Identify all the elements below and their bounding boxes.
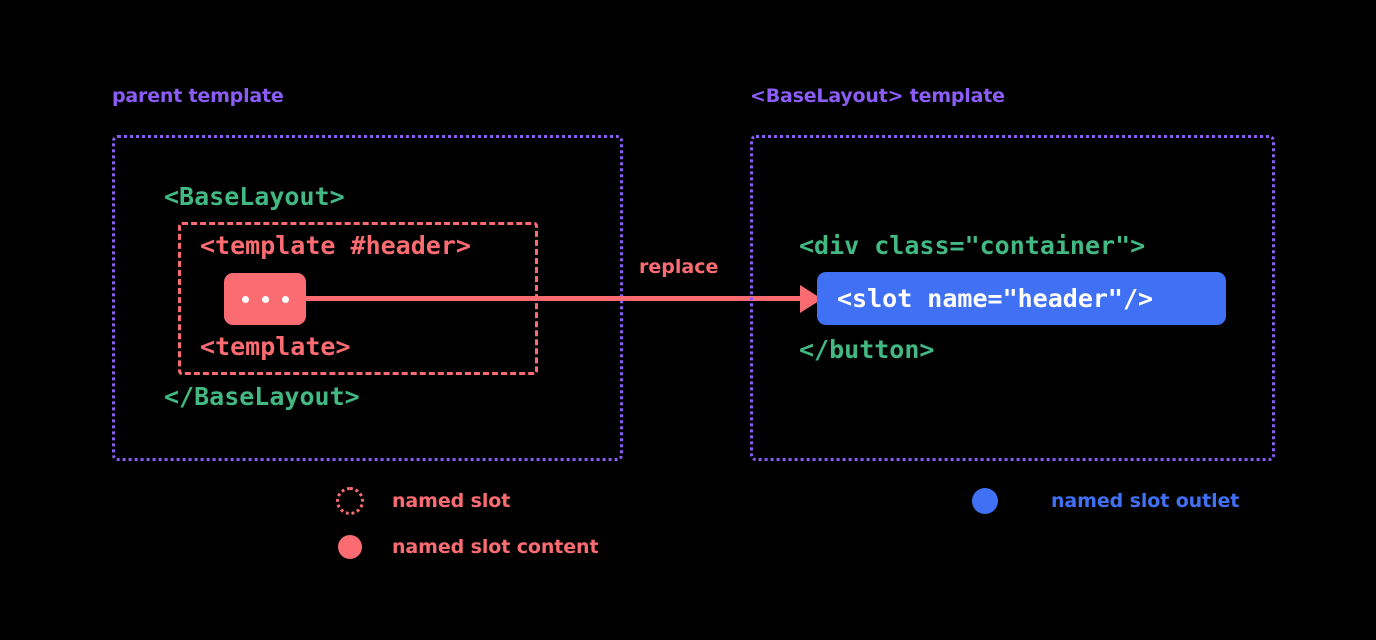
baselayout-template-title: <BaseLayout> template xyxy=(750,85,1005,107)
code-line-baselayout-close: </BaseLayout> xyxy=(164,382,360,411)
code-line-slot-outlet: <slot name="header"/> xyxy=(837,284,1154,313)
legend-label-named-slot-content: named slot content xyxy=(392,536,599,558)
legend-item-named-slot-content: named slot content xyxy=(336,532,599,562)
code-line-baselayout-open: <BaseLayout> xyxy=(164,182,345,211)
legend-label-named-slot: named slot xyxy=(392,490,511,512)
replace-arrow-line xyxy=(300,296,810,301)
ellipsis-dot-icon xyxy=(241,295,249,303)
replace-arrow-head-icon xyxy=(800,285,822,313)
filled-circle-icon xyxy=(338,535,362,559)
named-slot-outlet-box: <slot name="header"/> xyxy=(817,272,1226,325)
parent-template-title: parent template xyxy=(112,85,284,107)
replace-arrow-label: replace xyxy=(639,256,719,278)
code-line-button-close: </button> xyxy=(799,335,935,364)
legend-marker-wrap xyxy=(336,532,364,562)
ellipsis-dot-icon xyxy=(281,295,289,303)
code-line-div-container: <div class="container"> xyxy=(799,231,1146,260)
code-line-template-header: <template #header> xyxy=(200,231,471,260)
legend-item-named-slot: named slot xyxy=(336,486,510,516)
legend-label-named-slot-outlet: named slot outlet xyxy=(1051,490,1240,512)
named-slot-content-chip xyxy=(224,273,306,325)
legend-marker-wrap xyxy=(971,486,999,516)
legend-item-named-slot-outlet: named slot outlet xyxy=(971,486,1239,516)
legend-marker-wrap xyxy=(336,486,364,516)
ellipsis-dot-icon xyxy=(261,295,269,303)
filled-circle-icon xyxy=(972,488,998,514)
dotted-circle-icon xyxy=(336,487,364,515)
baselayout-template-panel xyxy=(750,135,1275,461)
code-line-template-close: <template> xyxy=(200,332,351,361)
